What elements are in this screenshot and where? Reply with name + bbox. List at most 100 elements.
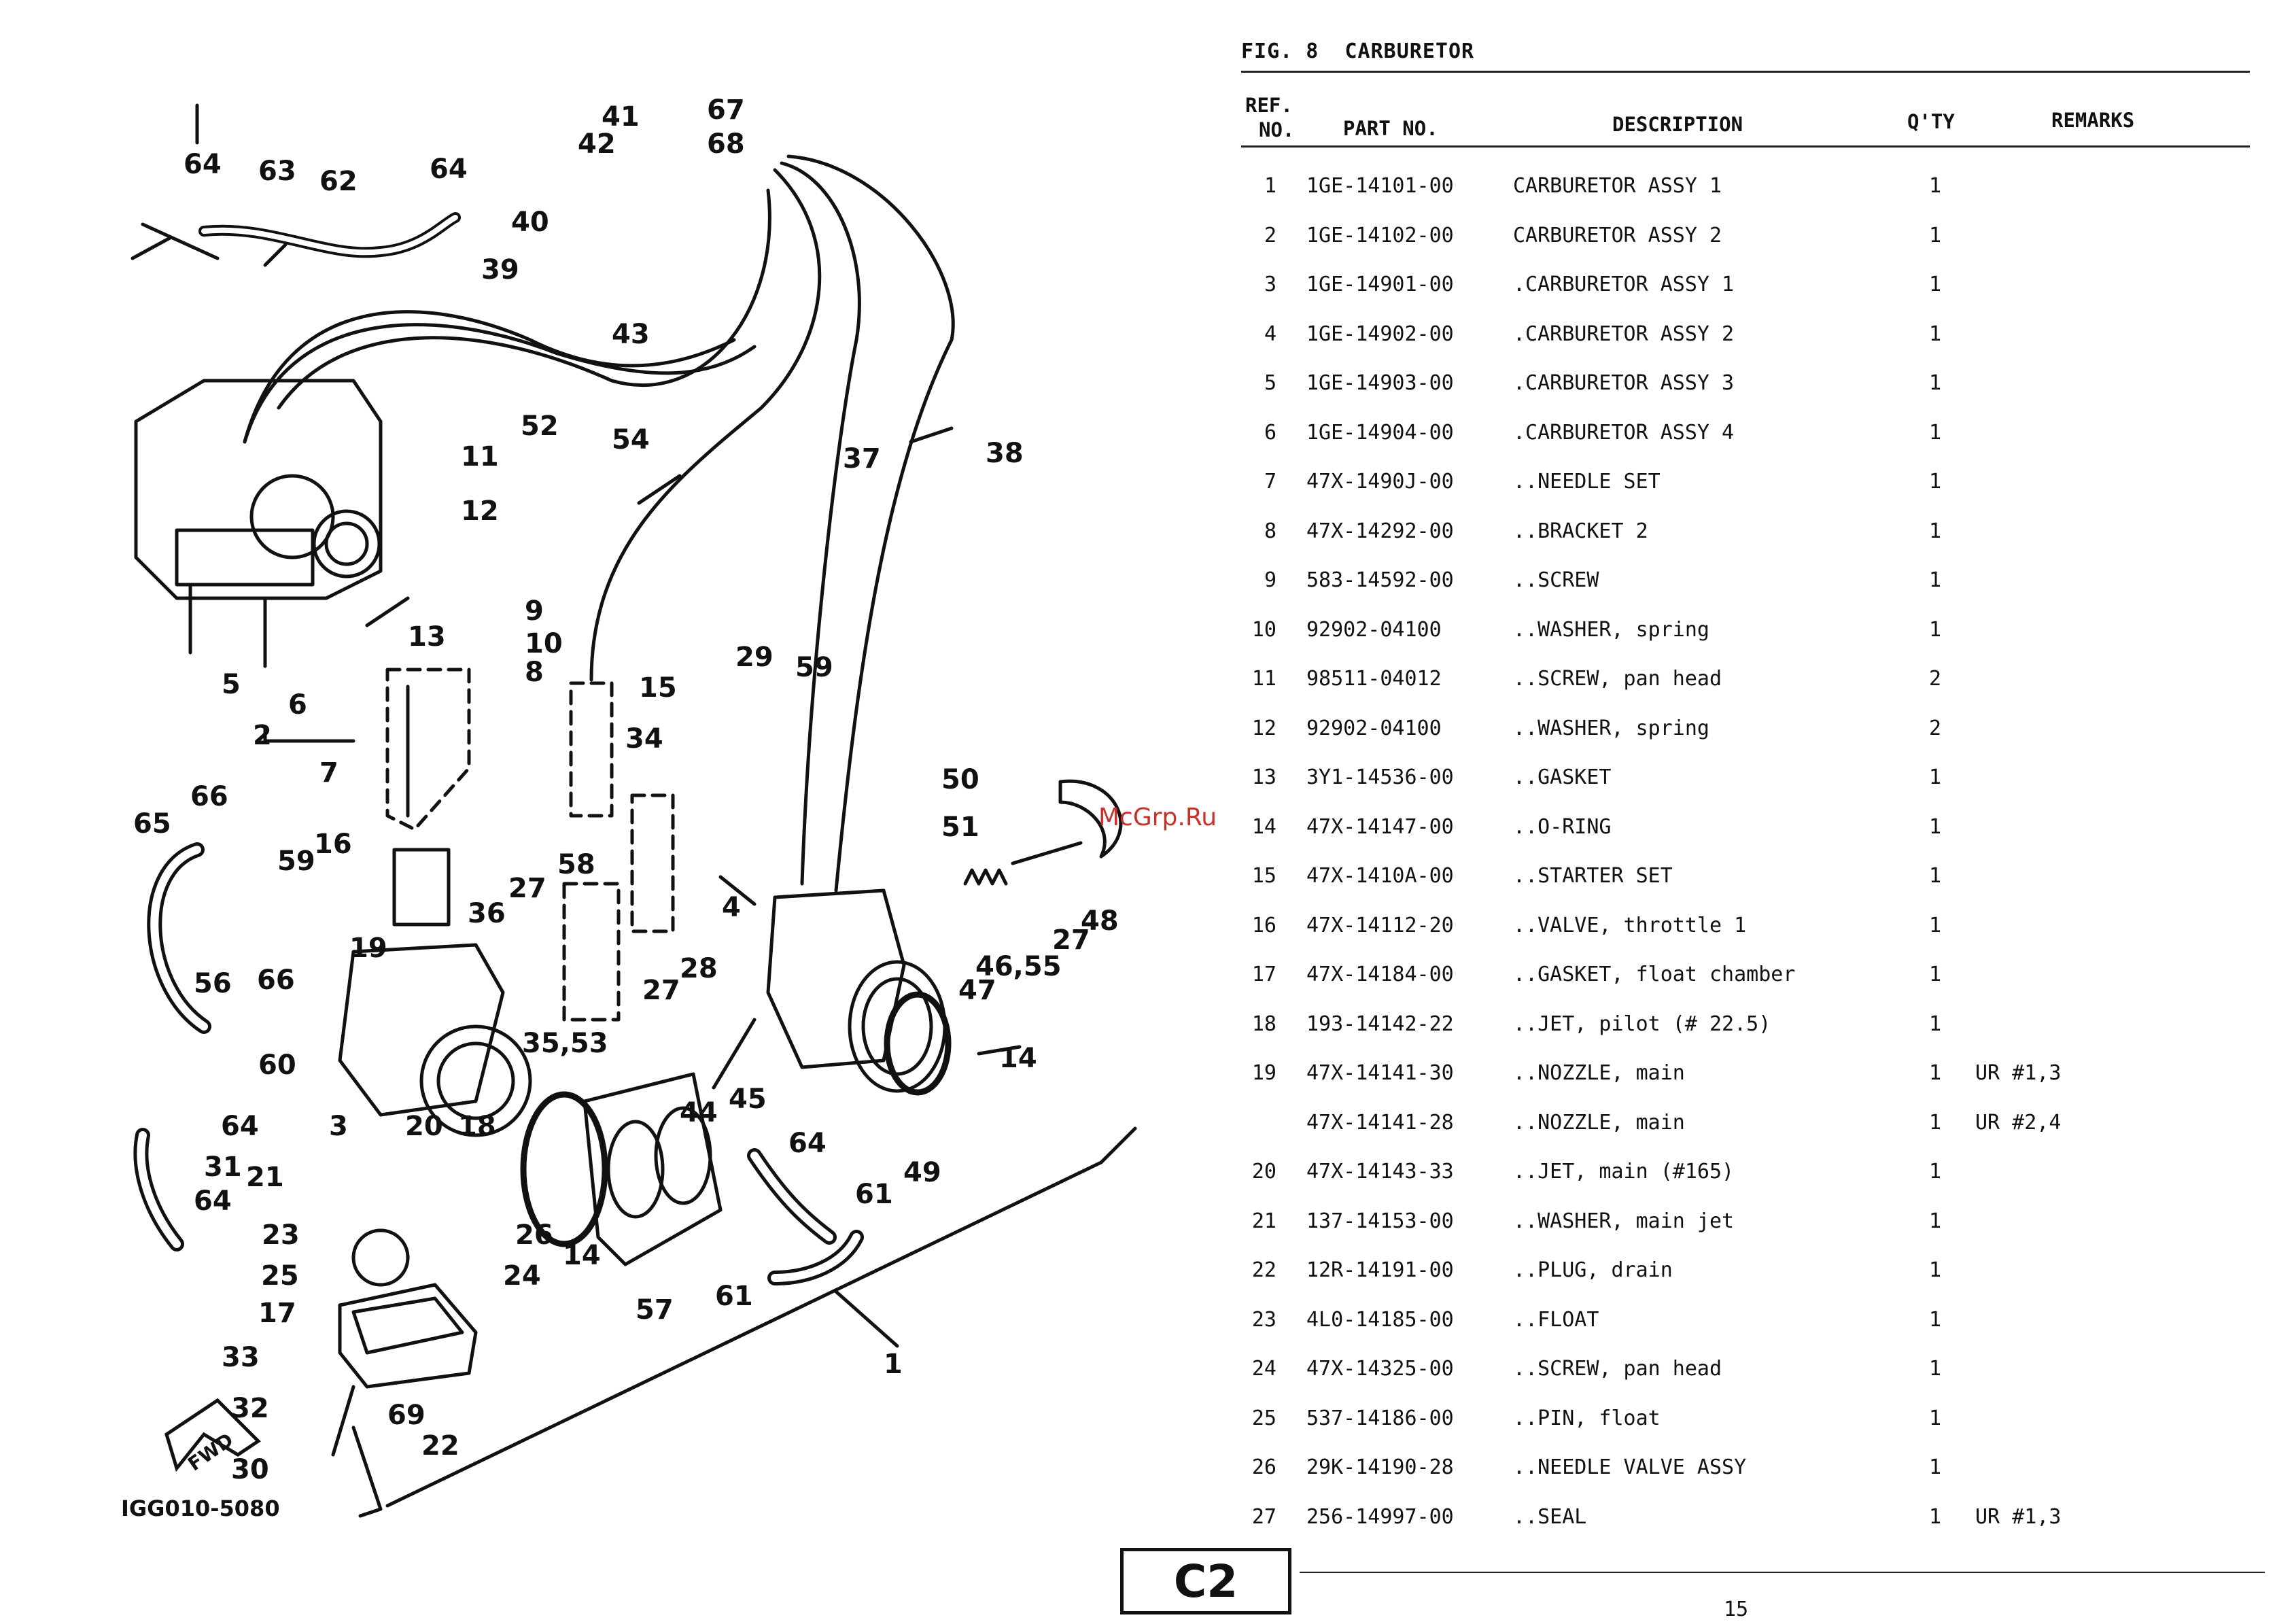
ref-cell: 20 — [1251, 1160, 1276, 1184]
description-cell: ..JET, pilot (# 22.5) — [1513, 1012, 1771, 1036]
ref-cell: 15 — [1251, 864, 1276, 888]
col-remarks: REMARKS — [2051, 109, 2135, 132]
header-bottom-rule — [1241, 145, 2250, 148]
part-number-cell: 3Y1-14536-00 — [1306, 765, 1454, 789]
ref-cell: 4 — [1264, 322, 1276, 346]
ref-cell: 8 — [1264, 519, 1276, 543]
callout-number: 9 — [525, 595, 544, 627]
ref-cell: 24 — [1251, 1357, 1276, 1381]
part-number-cell: 1GE-14901-00 — [1306, 273, 1454, 296]
callout-number: 49 — [903, 1157, 941, 1188]
description-cell: ..VALVE, throttle 1 — [1513, 913, 1747, 937]
ref-cell: 19 — [1251, 1061, 1276, 1085]
qty-cell: 1 — [1929, 1061, 1942, 1085]
part-number-cell: 29K-14190-28 — [1306, 1455, 1454, 1479]
callout-number: 4 — [722, 892, 741, 923]
description-cell: ..O-RING — [1513, 814, 1612, 839]
description-cell: ..NEEDLE SET — [1513, 470, 1661, 494]
qty-cell: 1 — [1929, 470, 1942, 494]
callout-number: 58 — [557, 849, 595, 880]
part-number-cell: 47X-14112-20 — [1306, 913, 1454, 937]
description-cell: ..NOZZLE, main — [1513, 1061, 1685, 1085]
callout-number: 52 — [521, 411, 559, 442]
callout-number: 25 — [261, 1260, 299, 1292]
qty-cell: 1 — [1929, 322, 1942, 346]
part-number-cell: 1GE-14102-00 — [1306, 223, 1454, 247]
ref-cell: 16 — [1251, 913, 1276, 937]
part-number-cell: 1GE-14904-00 — [1306, 420, 1454, 445]
description-cell: .CARBURETOR ASSY 3 — [1513, 371, 1735, 395]
callout-number: 27 — [508, 873, 546, 904]
ref-cell: 6 — [1264, 420, 1276, 445]
description-cell: ..SCREW, pan head — [1513, 667, 1722, 691]
callout-number: 56 — [194, 968, 232, 999]
watermark: McGrp.Ru — [1098, 804, 1217, 831]
callout-number: 1 — [884, 1349, 903, 1380]
callout-number: 22 — [421, 1430, 459, 1462]
callout-number: 14 — [563, 1240, 601, 1271]
callout-number: 6 — [288, 689, 307, 721]
remarks-cell: UR #1,3 — [1975, 1504, 2062, 1529]
ref-cell: 5 — [1264, 371, 1276, 395]
part-number-cell: 47X-14292-00 — [1306, 519, 1454, 543]
qty-cell: 1 — [1929, 814, 1942, 839]
description-cell: CARBURETOR ASSY 2 — [1513, 223, 1722, 247]
table-row: 18 193-14142-22 ..JET, pilot (# 22.5) 1 — [1241, 1012, 2247, 1053]
ref-cell: 18 — [1251, 1012, 1276, 1036]
callout-number: 51 — [941, 812, 979, 843]
description-cell: ..SCREW — [1513, 568, 1599, 592]
callout-number: 23 — [262, 1220, 300, 1251]
callout-number: 36 — [468, 898, 506, 929]
part-number-cell: 583-14592-00 — [1306, 568, 1454, 592]
footer-rule — [1300, 1572, 2265, 1573]
qty-cell: 2 — [1929, 716, 1942, 740]
callout-number: 59 — [277, 846, 315, 877]
figure-title: FIG. 8 CARBURETOR — [1241, 39, 1474, 63]
part-number-cell: 193-14142-22 — [1306, 1012, 1454, 1036]
callout-number: 46,55 — [975, 951, 1062, 982]
description-cell: ..NEEDLE VALVE ASSY — [1513, 1455, 1747, 1479]
figure-number: FIG. 8 — [1241, 39, 1319, 63]
part-number-cell: 1GE-14101-00 — [1306, 174, 1454, 198]
qty-cell: 1 — [1929, 371, 1942, 395]
part-number-cell: 47X-14141-30 — [1306, 1061, 1454, 1085]
qty-cell: 1 — [1929, 864, 1942, 888]
description-cell: ..PLUG, drain — [1513, 1258, 1673, 1282]
callout-number: 15 — [639, 672, 677, 704]
part-number-cell: 47X-14141-28 — [1306, 1110, 1454, 1135]
qty-cell: 1 — [1929, 1504, 1942, 1529]
ref-cell: 27 — [1251, 1504, 1276, 1529]
callout-number: 3 — [329, 1111, 348, 1142]
ref-cell: 22 — [1251, 1258, 1276, 1282]
callout-number: 27 — [1052, 925, 1090, 956]
qty-cell: 1 — [1929, 1160, 1942, 1184]
qty-cell: 1 — [1929, 568, 1942, 592]
qty-cell: 1 — [1929, 1012, 1942, 1036]
callout-number: 34 — [625, 723, 663, 755]
callout-number: 13 — [408, 621, 446, 653]
callout-number: 64 — [788, 1128, 827, 1159]
callout-number: 63 — [258, 156, 296, 187]
callout-number: 64 — [221, 1111, 259, 1142]
callout-number: 41 — [602, 101, 640, 133]
qty-cell: 1 — [1929, 174, 1942, 198]
section-box: C2 — [1120, 1548, 1291, 1614]
part-number-cell: 47X-1410A-00 — [1306, 864, 1454, 888]
callout-number: 30 — [231, 1454, 269, 1485]
qty-cell: 1 — [1929, 420, 1942, 445]
col-part-no: PART NO. — [1343, 117, 1438, 140]
description-cell: .CARBURETOR ASSY 1 — [1513, 273, 1735, 296]
ref-cell: 10 — [1251, 617, 1276, 642]
callout-number: 68 — [707, 128, 745, 160]
